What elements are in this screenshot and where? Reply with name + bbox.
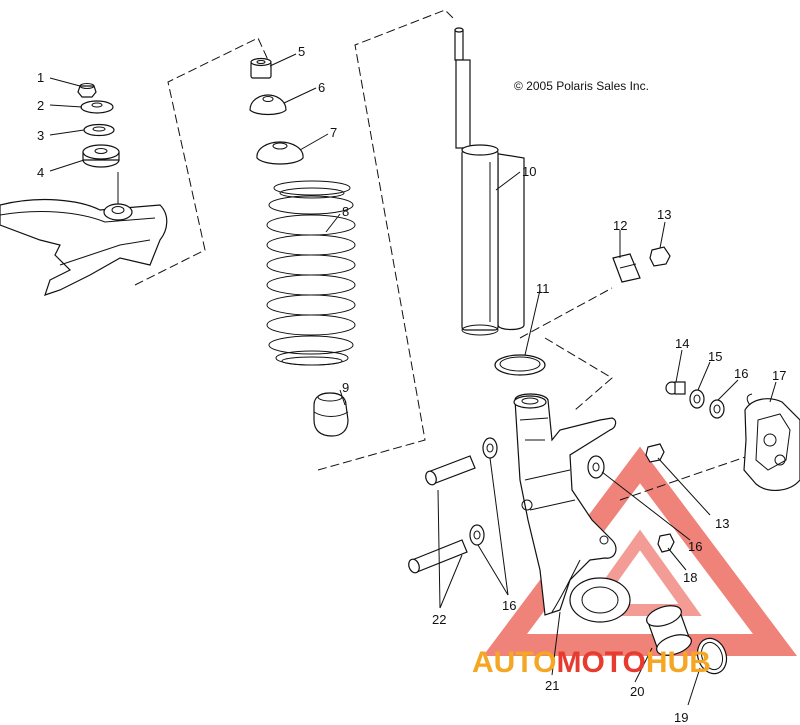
callout-16-left: 16	[502, 598, 516, 613]
part-16-washer-left-upper	[482, 437, 498, 459]
part-16-washer-left-lower	[469, 524, 485, 546]
callout-13-top: 13	[657, 207, 671, 222]
callout-6: 6	[318, 80, 325, 95]
part-22-bolt-upper	[425, 455, 476, 486]
callout-5: 5	[298, 44, 305, 59]
part-17-caliper	[743, 393, 800, 491]
callouts: 1 2 3 4 5 6 7 8 9 10 11 12 13 14 15 16 1…	[37, 44, 786, 725]
callout-14: 14	[675, 336, 689, 351]
part-16-washer-mid	[587, 455, 605, 479]
callout-10: 10	[522, 164, 536, 179]
watermark-text-moto: MOTO	[556, 646, 645, 679]
callout-22: 22	[432, 612, 446, 627]
part-3-washer	[83, 123, 115, 137]
steering-knuckle	[513, 393, 631, 623]
part-19-snap-ring	[696, 637, 728, 675]
part-6-upper-retainer	[249, 94, 287, 116]
part-14-bolt	[665, 381, 686, 395]
callout-16-upper: 16	[734, 366, 748, 381]
callout-12: 12	[613, 218, 627, 233]
watermark-text: AUTOMOTOHUB	[472, 646, 711, 679]
callout-19: 19	[674, 710, 688, 725]
callout-16-mid: 16	[688, 539, 702, 554]
part-18-nut	[657, 533, 675, 553]
part-10-strut	[454, 27, 525, 336]
callout-8: 8	[342, 204, 349, 219]
leader-lines	[49, 53, 777, 706]
callout-1: 1	[37, 70, 44, 85]
part-13-nut-top	[649, 246, 671, 267]
exploded-view-lines	[134, 9, 761, 501]
watermark-text-auto: AUTO	[472, 646, 556, 679]
callout-17: 17	[772, 368, 786, 383]
part-16-washer-upper	[709, 399, 725, 419]
callout-9: 9	[342, 380, 349, 395]
callout-7: 7	[330, 125, 337, 140]
callout-13-lower: 13	[715, 516, 729, 531]
part-1-nut	[77, 83, 97, 98]
callout-18: 18	[683, 570, 697, 585]
callout-20: 20	[630, 684, 644, 699]
part-8-coil-spring	[266, 180, 356, 366]
callout-4: 4	[37, 165, 44, 180]
callout-21: 21	[545, 678, 559, 693]
callout-11: 11	[536, 281, 550, 296]
part-9-bump-stop	[313, 392, 349, 437]
copyright-text: © 2005 Polaris Sales Inc.	[514, 79, 649, 93]
frame-bracket	[0, 172, 168, 296]
callout-3: 3	[37, 128, 44, 143]
part-13-nut-lower	[645, 443, 665, 463]
part-2-washer	[80, 100, 114, 114]
part-15-washer	[689, 389, 705, 409]
callout-2: 2	[37, 98, 44, 113]
part-12-clip	[612, 253, 641, 283]
part-4-bushing	[82, 144, 120, 168]
watermark-text-hub: HUB	[646, 646, 711, 679]
part-5-nut	[250, 57, 272, 79]
part-20-bearing	[646, 605, 692, 656]
part-22-bolt-lower	[408, 539, 468, 574]
part-7-spring-seat	[256, 141, 304, 165]
callout-15: 15	[708, 349, 722, 364]
part-11-o-ring	[494, 354, 546, 376]
